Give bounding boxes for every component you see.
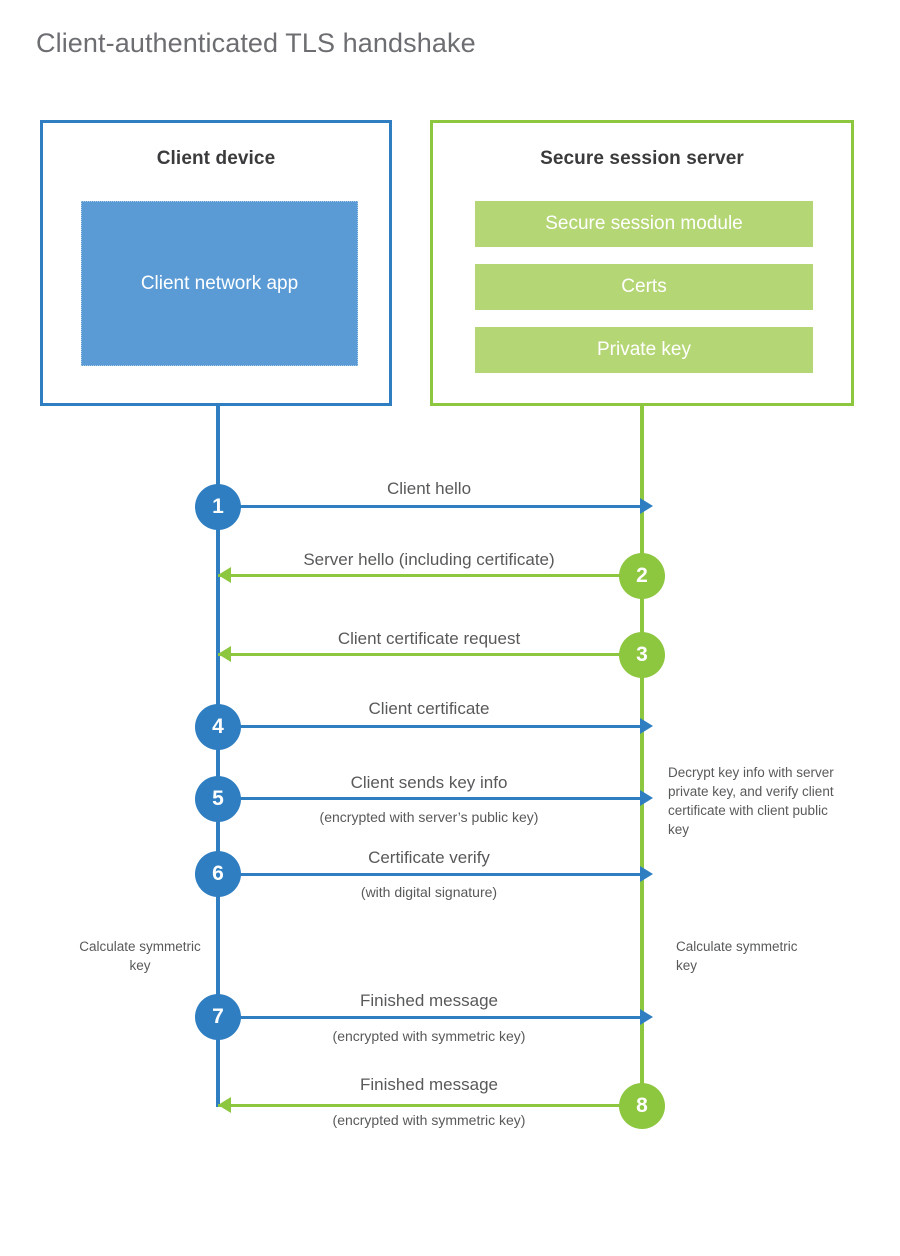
message-3-arrow-line [218,653,640,656]
message-8-label: Finished message [360,1075,498,1094]
server-lifeline [640,403,644,1107]
message-5-arrow-head-icon [640,790,653,806]
step-badge-6: 6 [195,851,241,897]
message-4-arrow-head-icon [640,718,653,734]
step-badge-2: 2 [619,553,665,599]
server-component-private-key: Private key [475,327,813,373]
message-8-arrow-head-icon [218,1097,231,1113]
step-badge-8: 8 [619,1083,665,1129]
message-6-arrow-line [218,873,640,876]
message-8-sublabel: (encrypted with symmetric key) [332,1112,526,1128]
step-badge-1: 1 [195,484,241,530]
secure-session-server-title: Secure session server [540,148,744,169]
message-1-label: Client hello [386,479,472,498]
message-7-arrow-line [218,1016,640,1019]
secure-session-server-box: Secure session server Secure session mod… [430,120,854,406]
message-5-sublabel: (encrypted with server’s public key) [319,809,539,825]
message-1-arrow-line [218,505,640,508]
message-3-label: Client certificate request [337,629,521,648]
message-7-arrow-head-icon [640,1009,653,1025]
note-decrypt-key-info: Decrypt key info with server private key… [668,765,834,838]
message-5-label: Client sends key info [350,773,508,792]
message-7-label: Finished message [360,991,498,1010]
server-component-certs: Certs [475,264,813,310]
message-3-arrow-head-icon [218,646,231,662]
note-calculate-symmetric-key-client: Calculate symmetric key [79,939,201,974]
client-network-app-block: Client network app [81,201,358,366]
message-6-sublabel: (with digital signature) [360,884,498,900]
note-calculate-symmetric-key-server: Calculate symmetric key [676,939,798,974]
client-device-box: Client device Client network app [40,120,392,406]
message-5-arrow-line [218,797,640,800]
client-device-title: Client device [156,148,276,169]
message-2-label: Server hello (including certificate) [303,550,555,569]
server-component-secure-session-module: Secure session module [475,201,813,247]
message-1-arrow-head-icon [640,498,653,514]
step-badge-3: 3 [619,632,665,678]
message-6-arrow-head-icon [640,866,653,882]
message-2-arrow-line [218,574,640,577]
step-badge-4: 4 [195,704,241,750]
message-8-arrow-line [218,1104,640,1107]
page-title: Client-authenticated TLS handshake [36,28,476,58]
message-2-arrow-head-icon [218,567,231,583]
client-lifeline [216,403,220,1107]
step-badge-5: 5 [195,776,241,822]
step-badge-7: 7 [195,994,241,1040]
message-4-arrow-line [218,725,640,728]
message-6-label: Certificate verify [368,848,490,867]
message-4-label: Client certificate [368,699,490,718]
message-7-sublabel: (encrypted with symmetric key) [332,1028,526,1044]
